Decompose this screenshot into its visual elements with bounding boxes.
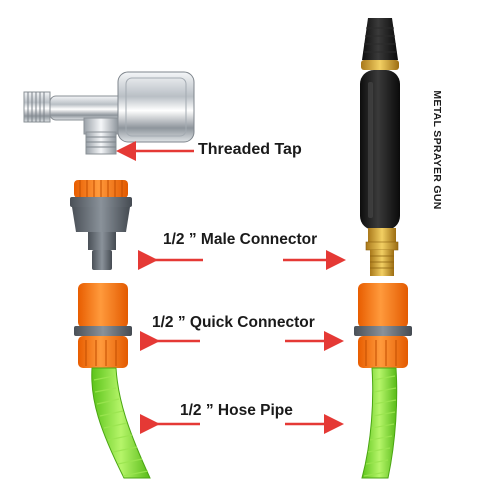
sprayer-gun-label: METAL SPRAYER GUN xyxy=(431,90,443,210)
male-connector-label: 1/2 ” Male Connector xyxy=(163,231,318,248)
quick-connector-image xyxy=(74,283,132,368)
male-connector-image xyxy=(70,180,132,270)
hose-pipe-image xyxy=(91,367,151,479)
hose-pipe-label: 1/2 ” Hose Pipe xyxy=(180,402,293,419)
threaded-tap-image xyxy=(23,71,195,155)
threaded-tap-label: Threaded Tap xyxy=(198,141,302,158)
quick-connector-image xyxy=(354,283,412,368)
metal-sprayer-gun-image xyxy=(360,18,400,276)
hose-pipe-image xyxy=(361,367,398,479)
quick-connector-label: 1/2 ” Quick Connector xyxy=(152,314,315,331)
